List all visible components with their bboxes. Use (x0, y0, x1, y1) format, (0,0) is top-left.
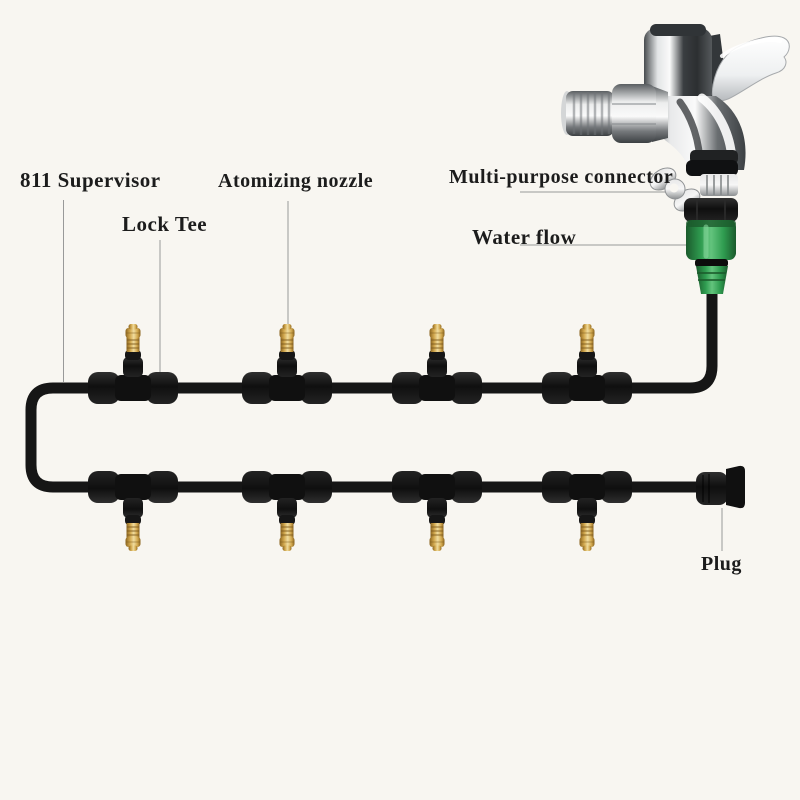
tee-nozzle-bottom-2 (241, 470, 333, 552)
connector-groove (695, 259, 728, 267)
tee-nozzle-bottom-1 (87, 470, 179, 552)
tee-nozzle-bottom-3 (391, 470, 483, 552)
multi-purpose-connector (649, 167, 738, 294)
end-plug (696, 465, 745, 509)
main-tubing (25, 284, 718, 493)
label-811-supervisor: 811 Supervisor (20, 168, 161, 192)
label-atomizing-nozzle: Atomizing nozzle (218, 170, 374, 192)
faucet (561, 24, 790, 176)
tee-nozzle-bottom-4 (541, 470, 633, 552)
faucet-handle (711, 35, 790, 102)
faucet-bonnet (644, 28, 712, 104)
label-plug: Plug (701, 553, 742, 575)
label-lock-tee: Lock Tee (122, 212, 208, 236)
hose-clamp-band (700, 174, 738, 196)
label-multi-purpose-connector: Multi-purpose connector (449, 166, 674, 188)
label-water-flow: Water flow (472, 225, 577, 249)
tee-nozzle-top-3 (391, 323, 483, 405)
connector-nut (684, 198, 738, 222)
tee-nozzle-top-1 (87, 323, 179, 405)
tee-nozzle-top-2 (241, 323, 333, 405)
quick-connector-green (686, 220, 736, 260)
tee-nozzle-top-4 (541, 323, 633, 405)
spout-nut (612, 84, 656, 143)
leader-lines (63, 191, 723, 551)
